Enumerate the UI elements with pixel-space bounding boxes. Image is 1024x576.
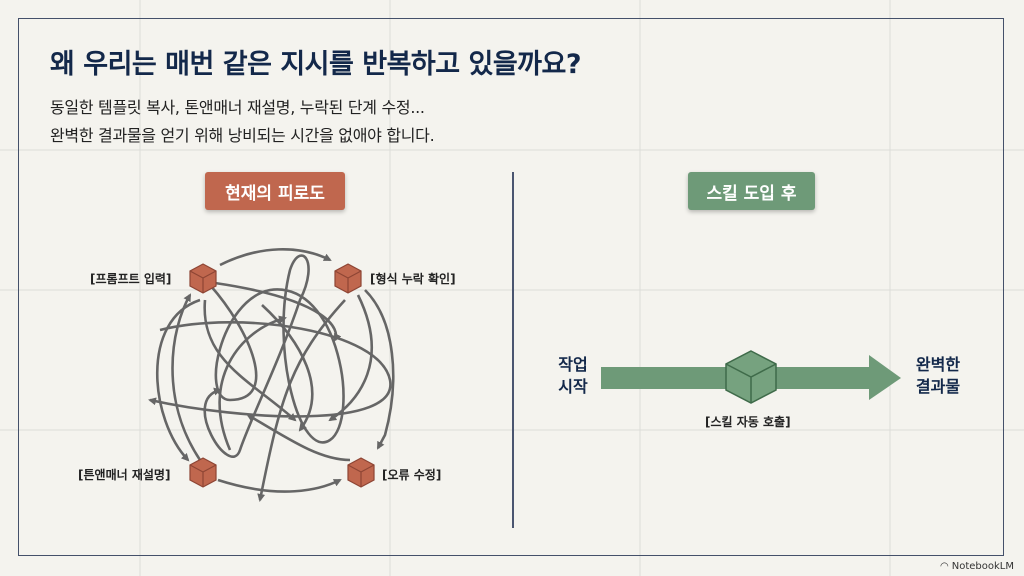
page-title: 왜 우리는 매번 같은 지시를 반복하고 있을까요? <box>50 49 582 80</box>
result-label-line-2: 결과물 <box>915 377 961 396</box>
slide-frame <box>18 18 1004 556</box>
fatigue-badge: 현재의 피로도 <box>205 172 345 210</box>
tangled-arrows <box>148 248 395 502</box>
result-label-line-1: 완벽한 <box>915 355 961 374</box>
subtitle-line-1: 동일한 템플릿 복사, 톤앤매너 재설명, 누락된 단계 수정... <box>50 98 425 117</box>
start-label: 작업 시작 <box>553 354 593 398</box>
notebooklm-logo-icon: ◠ <box>940 561 949 572</box>
node-label-tone: [튼앤매너 재설명] <box>78 468 171 482</box>
subtitle-line-2: 완벽한 결과물을 얻기 위해 낭비되는 시간을 없애야 합니다. <box>50 126 435 145</box>
cube-icon-format <box>334 263 362 294</box>
result-label: 완벽한 결과물 <box>910 354 966 398</box>
start-label-line-1: 작업 <box>558 355 588 374</box>
node-label-format: [형식 누락 확인] <box>370 272 456 286</box>
panel-divider <box>512 172 514 528</box>
cube-icons-red <box>189 263 375 488</box>
after-skill-badge: 스킬 도입 후 <box>688 172 815 210</box>
cube-icon-error <box>347 457 375 488</box>
skill-cube-label: [스킬 자동 호출] <box>705 415 791 429</box>
node-label-error: [오류 수정] <box>382 468 442 482</box>
brand-text: NotebookLM <box>951 561 1014 572</box>
node-label-prompt: [프롬프트 입력] <box>90 272 172 286</box>
cube-icon-skill <box>725 350 777 404</box>
cube-icon-prompt <box>189 263 217 294</box>
notebooklm-brand: ◠ NotebookLM <box>940 561 1014 572</box>
start-label-line-2: 시작 <box>558 377 588 396</box>
cube-icon-tone <box>189 457 217 488</box>
